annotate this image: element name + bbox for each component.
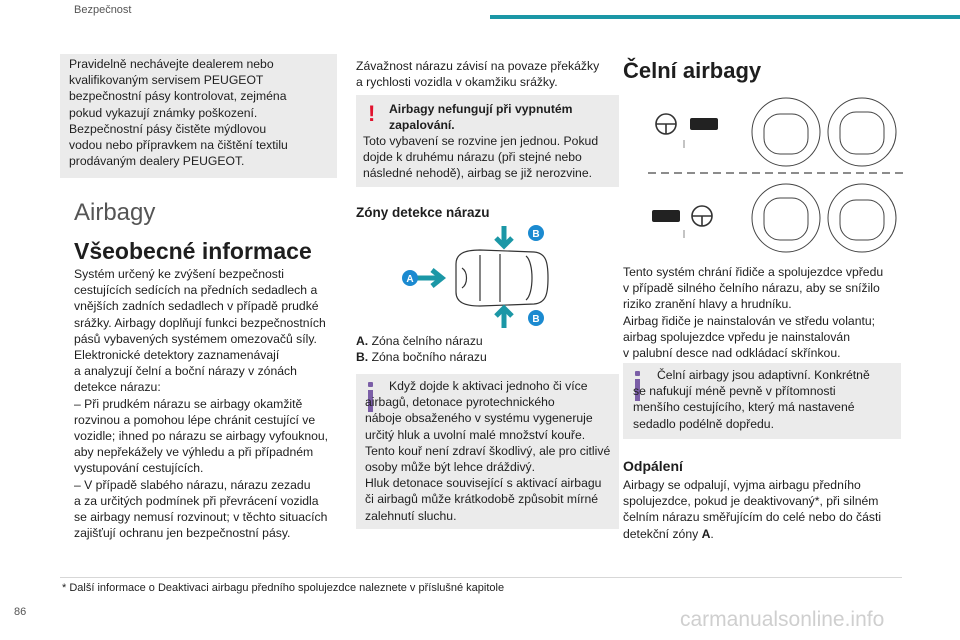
deployment-body-text: Airbagy se odpalují, vyjma airbagu předn…	[623, 478, 882, 541]
info-icon	[368, 382, 373, 412]
section-title: Airbagy	[74, 199, 156, 226]
zone-b-marker-bottom: B	[528, 310, 544, 326]
deployment-body: Airbagy se odpalují, vyjma airbagu předn…	[623, 477, 881, 542]
zone-b-marker-top: B	[528, 225, 544, 241]
zone-a-label: A	[406, 274, 413, 285]
warning-icon: !	[368, 101, 376, 126]
footer-divider	[60, 577, 902, 578]
deployment-body-end: .	[710, 526, 714, 541]
steering-wheel-icon	[655, 113, 677, 135]
seatbelt-maintenance-box: Pravidelně nechávejte dealerem nebo kval…	[60, 54, 337, 178]
header-accent-bar	[490, 15, 960, 19]
adaptive-info-text: Čelní airbagy jsou adaptivní. Konkrétně …	[633, 368, 870, 431]
detection-zones-heading: Zóny detekce nárazu	[356, 205, 490, 220]
zone-b-label-bottom: B	[532, 314, 539, 325]
steering-wheel-icon-2	[691, 205, 713, 227]
occupant-airbag-bottom-right	[827, 183, 897, 253]
dashboard-screen-icon	[690, 118, 718, 130]
zone-b-label-top: B	[532, 229, 539, 240]
front-impact-arrows	[416, 268, 447, 288]
occupant-airbag-top-right	[827, 97, 897, 167]
warning-box: ! Airbagy nefungují při vypnutém zapalov…	[356, 95, 619, 187]
car-top-view	[455, 249, 549, 307]
side-impact-arrows-top	[494, 226, 514, 250]
front-airbags-illustration	[648, 97, 904, 253]
pyrotechnic-info-text: Když dojde k aktivaci jednoho či více ai…	[365, 379, 611, 523]
zone-a-text: Zóna čelního nárazu	[371, 334, 483, 348]
front-airbags-heading: Čelní airbagy	[623, 58, 762, 83]
deployment-heading: Odpálení	[623, 458, 683, 474]
dashboard-bottom	[652, 205, 713, 238]
zone-b-letter: B.	[356, 350, 369, 364]
zone-a-caption: A. Zóna čelního nárazu	[356, 333, 483, 349]
watermark: carmanualsonline.info	[680, 608, 885, 631]
info-icon-2	[635, 371, 640, 401]
seatbelt-maintenance-text: Pravidelně nechávejte dealerem nebo kval…	[69, 57, 288, 169]
impact-intro: Závažnost nárazu závisí na povaze překáž…	[356, 59, 600, 90]
front-airbags-body: Tento systém chrání řidiče a spolujezdce…	[623, 265, 884, 361]
zone-a-letter: A.	[356, 334, 369, 348]
occupant-airbag-top-left	[751, 97, 821, 167]
dashboard-top	[655, 113, 718, 148]
warning-body: Toto vybavení se rozvine jen jednou. Pok…	[363, 134, 599, 181]
info-box-adaptive: Čelní airbagy jsou adaptivní. Konkrétně …	[623, 363, 901, 439]
zone-b-caption: B. Zóna bočního nárazu	[356, 349, 487, 365]
occupant-airbag-bottom-left	[751, 183, 821, 253]
page-number: 86	[14, 606, 27, 618]
zone-a-marker: A	[402, 270, 418, 286]
side-impact-arrows-bottom	[494, 304, 514, 328]
zone-b-text: Zóna bočního nárazu	[371, 350, 487, 364]
deployment-zone-letter: A	[701, 526, 711, 541]
dashboard-screen-icon-2	[652, 210, 680, 222]
warning-title: Airbagy nefungují při vypnutém zapalován…	[389, 102, 573, 133]
info-box-pyrotechnic: Když dojde k aktivaci jednoho či více ai…	[356, 374, 619, 529]
general-info-heading: Všeobecné informace	[74, 238, 312, 264]
section-header: Bezpečnost	[74, 4, 132, 16]
footnote: * Další informace o Deaktivaci airbagu p…	[62, 582, 505, 594]
impact-zones-diagram: A B B	[402, 225, 549, 328]
general-info-body: Systém určený ke zvýšení bezpečnosti ces…	[74, 267, 329, 541]
